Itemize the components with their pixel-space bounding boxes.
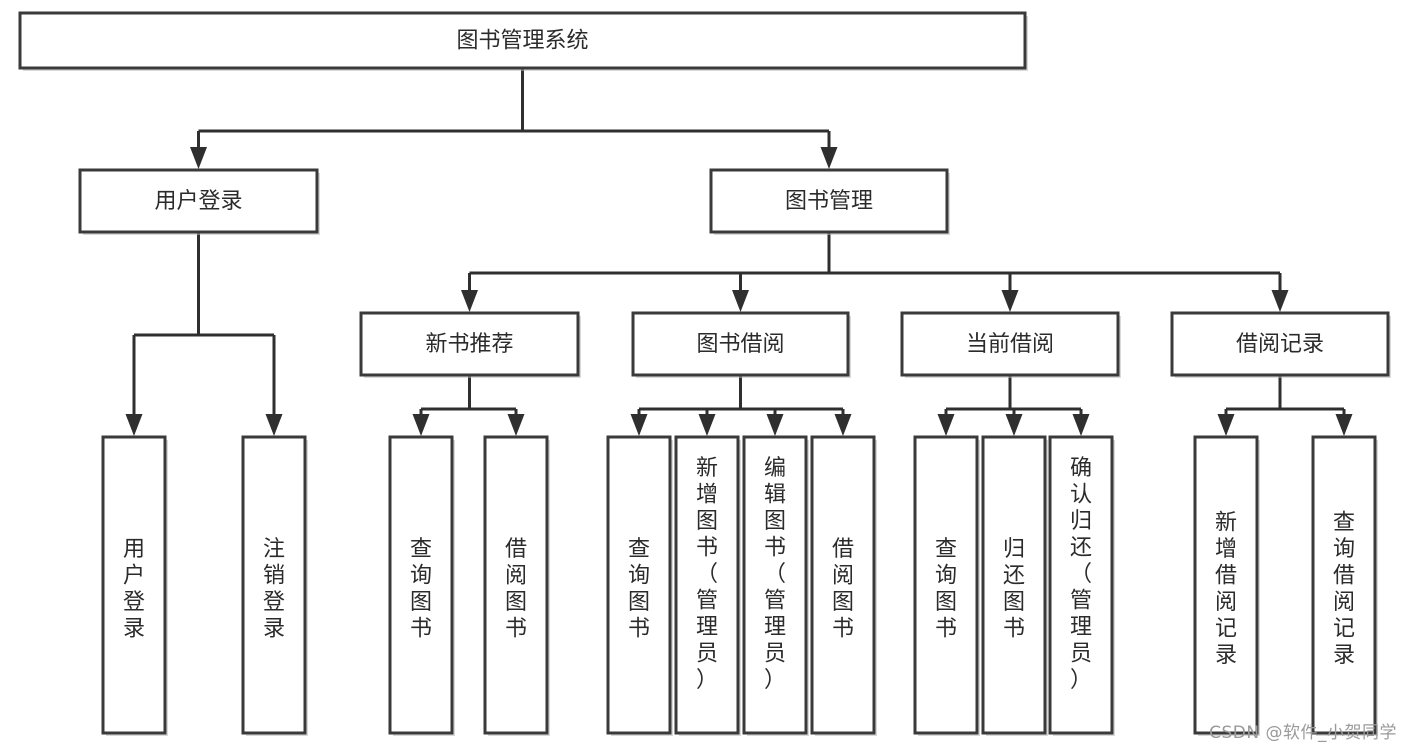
node-label: 查询图书 [935, 537, 957, 642]
node-leaf-query-book-3[interactable]: 查询图书 [913, 435, 980, 736]
node-label: 当前借阅 [966, 332, 1054, 357]
node-rect[interactable] [78, 168, 319, 234]
node-rect[interactable] [359, 311, 580, 377]
node-label: 用户登录 [123, 537, 145, 642]
node-leaf-add-record[interactable]: 新增借阅记录 [1193, 435, 1260, 736]
arrow-head-icon [820, 147, 838, 169]
node-label: 查询图书 [410, 537, 432, 642]
node-leaf-user-login[interactable]: 用户登录 [101, 435, 168, 736]
node-leaf-borrow-book-2[interactable]: 借阅图书 [810, 435, 877, 736]
node-label: 编辑图书（管理员） [764, 456, 786, 693]
connector-group [630, 375, 852, 436]
node-rect[interactable] [631, 311, 850, 377]
node-book-borrow[interactable]: 图书借阅 [631, 311, 851, 378]
arrow-head-icon [937, 414, 955, 436]
node-rect[interactable] [900, 311, 1120, 377]
arrow-head-icon [1335, 414, 1353, 436]
node-label: 借阅图书 [505, 537, 527, 642]
node-leaf-query-book-1[interactable]: 查询图书 [388, 435, 455, 736]
node-new-book-rec[interactable]: 新书推荐 [359, 311, 581, 378]
node-rect[interactable] [742, 435, 808, 735]
node-label: 借阅图书 [832, 537, 854, 642]
node-rect[interactable] [101, 435, 167, 735]
node-leaf-return-book[interactable]: 归还图书 [981, 435, 1048, 736]
connector-group [1217, 375, 1353, 436]
node-root[interactable]: 图书管理系统 [18, 11, 1028, 71]
node-leaf-query-book-2[interactable]: 查询图书 [606, 435, 673, 736]
arrow-head-icon [630, 414, 648, 436]
node-label: 图书管理系统 [456, 29, 588, 54]
arrow-head-icon [461, 290, 478, 312]
node-user-login[interactable]: 用户登录 [78, 168, 320, 235]
node-label: 用户登录 [154, 189, 242, 214]
node-rect[interactable] [981, 435, 1047, 735]
node-current-borrow[interactable]: 当前借阅 [900, 311, 1121, 378]
node-label: 注销登录 [263, 537, 285, 642]
node-rect[interactable] [674, 435, 740, 735]
arrow-head-icon [190, 147, 207, 169]
connector-group [412, 375, 525, 436]
arrow-head-icon [698, 414, 716, 436]
node-rect[interactable] [1170, 311, 1390, 377]
node-layer: 图书管理系统用户登录图书管理新书推荐图书借阅当前借阅借阅记录用户登录注销登录查询… [18, 11, 1391, 736]
arrow-head-icon [1001, 290, 1019, 312]
arrow-head-icon [732, 290, 749, 312]
arrow-head-icon [412, 414, 430, 436]
node-rect[interactable] [1193, 435, 1259, 735]
arrow-head-icon [1271, 290, 1289, 312]
arrow-head-icon [766, 414, 784, 436]
connector-group [461, 232, 1289, 312]
node-borrow-record[interactable]: 借阅记录 [1170, 311, 1391, 378]
node-leaf-logout[interactable]: 注销登录 [241, 435, 308, 736]
node-label: 查询图书 [628, 537, 650, 642]
node-leaf-add-book[interactable]: 新增图书（管理员） [674, 435, 741, 736]
node-label: 归还图书 [1003, 537, 1025, 642]
node-rect[interactable] [241, 435, 307, 735]
node-label: 查询借阅记录 [1333, 510, 1355, 668]
arrow-head-icon [507, 414, 525, 436]
node-rect[interactable] [483, 435, 549, 735]
node-label: 新增图书（管理员） [696, 456, 718, 693]
node-leaf-edit-book[interactable]: 编辑图书（管理员） [742, 435, 809, 736]
node-leaf-borrow-book-1[interactable]: 借阅图书 [483, 435, 550, 736]
node-book-manage[interactable]: 图书管理 [709, 168, 950, 235]
node-label: 图书借阅 [696, 332, 784, 357]
arrow-head-icon [1072, 414, 1090, 436]
node-label: 新书推荐 [425, 332, 513, 357]
node-rect[interactable] [1048, 435, 1114, 735]
node-label: 新增借阅记录 [1215, 510, 1237, 668]
connector-group [937, 375, 1090, 436]
node-rect[interactable] [388, 435, 454, 735]
arrow-head-icon [1217, 414, 1235, 436]
arrow-head-icon [834, 414, 852, 436]
node-leaf-query-record[interactable]: 查询借阅记录 [1311, 435, 1378, 736]
node-rect[interactable] [606, 435, 672, 735]
node-leaf-confirm-return[interactable]: 确认归还（管理员） [1048, 435, 1115, 736]
node-label: 借阅记录 [1236, 332, 1324, 357]
connector-layer [125, 68, 1353, 436]
arrow-head-icon [265, 414, 283, 436]
node-label: 图书管理 [785, 189, 873, 214]
node-rect[interactable] [1311, 435, 1377, 735]
node-rect[interactable] [18, 11, 1027, 70]
node-rect[interactable] [709, 168, 949, 234]
node-rect[interactable] [810, 435, 876, 735]
node-label: 确认归还（管理员） [1070, 456, 1092, 693]
connector-group [125, 232, 283, 436]
node-rect[interactable] [913, 435, 979, 735]
arrow-head-icon [1005, 414, 1023, 436]
watermark-text: CSDN @软件_小贺同学 [1209, 723, 1397, 743]
arrow-head-icon [125, 414, 143, 436]
connector-group [190, 68, 838, 169]
